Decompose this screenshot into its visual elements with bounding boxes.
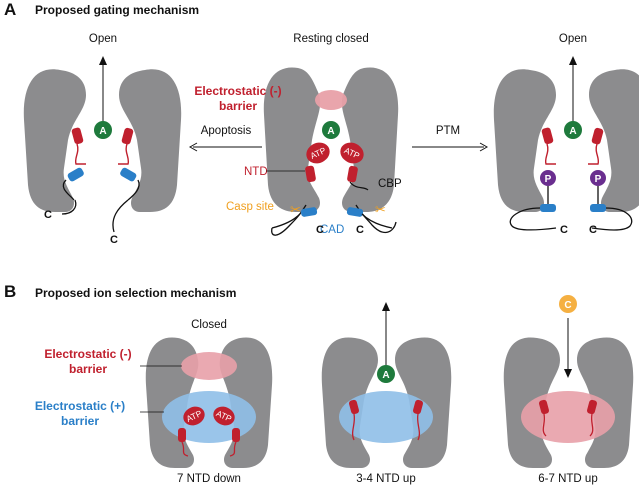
left-ntd-helices: [71, 127, 134, 165]
b3-c-text: C: [564, 300, 571, 311]
center-a-text: A: [327, 126, 334, 137]
scissors-icon-left: ✂: [290, 202, 301, 217]
right-c1: C: [560, 224, 568, 236]
right-a-circle: [564, 121, 582, 139]
center-barrier: barrier: [219, 99, 257, 113]
right-a-text: A: [569, 126, 576, 137]
panel-b-letter: B: [4, 282, 16, 301]
left-open-label: Open: [89, 33, 117, 45]
panel-a-title: Proposed gating mechanism: [35, 3, 199, 17]
right-p-text-right: P: [595, 174, 602, 185]
right-p-text-left: P: [545, 174, 552, 185]
apoptosis-label: Apoptosis: [201, 125, 252, 137]
center-state-label: Resting closed: [293, 33, 368, 45]
center-atp-left: ATP: [306, 142, 330, 164]
channel-open-left: [23, 69, 182, 212]
center-c1: C: [316, 224, 324, 236]
right-p-circle-right: [590, 170, 606, 186]
apoptosis-arrowhead: [188, 142, 198, 152]
left-arrow-head: [99, 56, 107, 65]
b-channel-1: [145, 337, 273, 468]
right-arrow-head: [569, 56, 577, 65]
center-a-circle: [322, 121, 340, 139]
panel-a-letter: A: [4, 0, 16, 19]
right-ntd-helices: [541, 127, 604, 165]
left-a-text: A: [99, 126, 106, 137]
ptm-arrowhead: [479, 142, 489, 152]
b-channel-3: [503, 337, 634, 468]
ntd-label: NTD: [244, 166, 268, 178]
b-label-2: 3-4 NTD up: [356, 473, 415, 485]
b2-a-text: A: [382, 370, 389, 381]
b2-a-circle: [377, 365, 395, 383]
center-c2: C: [356, 224, 364, 236]
b-barrier-pos: barrier: [61, 414, 99, 428]
b3-c-circle: [559, 295, 577, 313]
b-electrostatic-pos: Electrostatic (+): [35, 399, 125, 413]
left-a-circle: [94, 121, 112, 139]
center-electrostatic-neg: Electrostatic (-): [194, 84, 281, 98]
panel-b-title: Proposed ion selection mechanism: [35, 286, 236, 300]
scissors-icon-right: ✂: [375, 202, 386, 217]
cbp-label: CBP: [378, 178, 402, 190]
casp-site-label: Casp site: [226, 201, 274, 213]
left-cad: [61, 167, 140, 233]
ptm-label: PTM: [436, 125, 460, 137]
b-electrostatic-neg: Electrostatic (-): [44, 347, 131, 361]
channel-open-right: [493, 69, 639, 212]
right-open-label: Open: [559, 33, 587, 45]
right-c2: C: [589, 224, 597, 236]
cbp-loop: [349, 181, 369, 191]
right-p-circle-left: [540, 170, 556, 186]
b-label-1: 7 NTD down: [177, 473, 241, 485]
cad-label: CAD: [320, 224, 344, 236]
center-atp-right: ATP: [340, 142, 364, 164]
right-bottom-loops: [509, 186, 633, 231]
b-barrier-neg: barrier: [69, 362, 107, 376]
b-label-3: 6-7 NTD up: [538, 473, 597, 485]
center-ntd-helices: [305, 165, 358, 183]
b-closed-label: Closed: [191, 319, 227, 331]
b2-arrow-head: [382, 302, 390, 311]
left-c1: C: [44, 209, 52, 221]
left-c2: C: [110, 234, 118, 246]
b-channel-2: [321, 337, 452, 468]
center-bottom-loops: [271, 204, 397, 236]
channel-center: [263, 67, 399, 213]
b3-arrow-head: [564, 369, 572, 378]
